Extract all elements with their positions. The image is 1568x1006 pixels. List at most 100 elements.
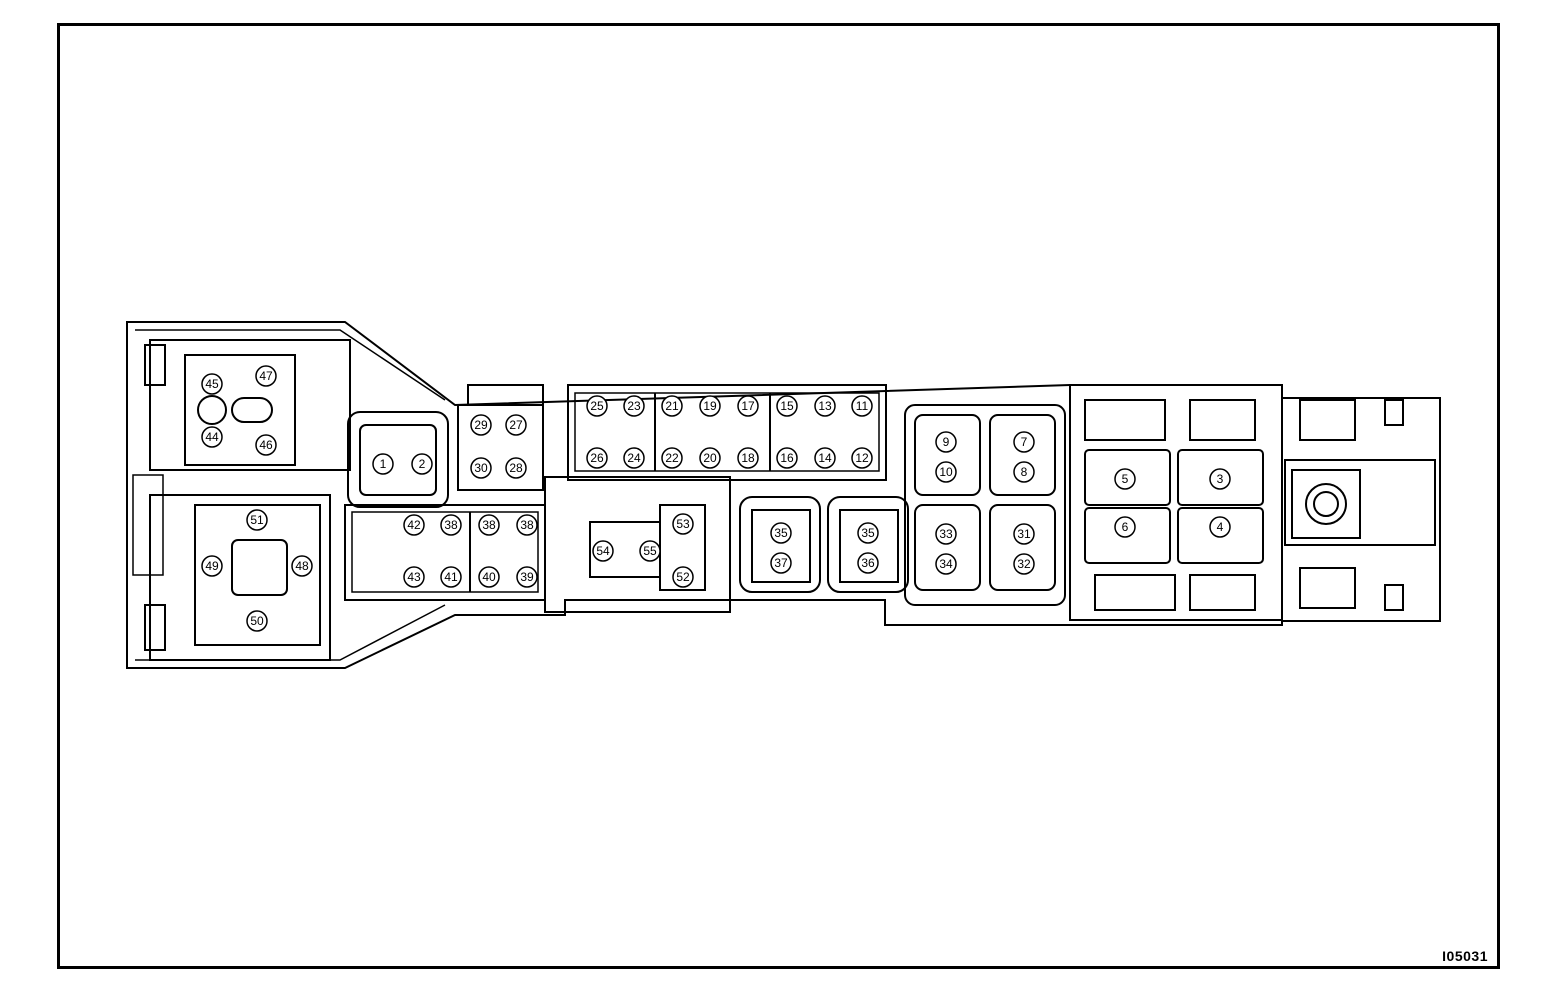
- terminal-30: 30: [470, 457, 492, 479]
- relay-socket-35-37: [739, 496, 821, 593]
- terminal-2: 2: [411, 453, 433, 475]
- terminal-circle: [661, 447, 683, 469]
- terminal-29: 29: [470, 414, 492, 436]
- terminal-circle: [699, 395, 721, 417]
- terminal-circle: [372, 453, 394, 475]
- terminal-35: 35: [857, 522, 879, 544]
- terminal-15: 15: [776, 395, 798, 417]
- terminal-number: 27: [509, 418, 523, 432]
- large-relay-block: [1069, 384, 1283, 621]
- terminal-50: 50: [246, 610, 268, 632]
- terminal-38: 38: [516, 514, 538, 536]
- relay-socket-52-55: [544, 476, 731, 613]
- terminal-11: 11: [851, 395, 873, 417]
- terminal-circle: [770, 522, 792, 544]
- terminal-20: 20: [699, 447, 721, 469]
- terminal-circle: [505, 414, 527, 436]
- terminal-41: 41: [440, 566, 462, 588]
- terminal-19: 19: [699, 395, 721, 417]
- terminal-6: 6: [1114, 516, 1136, 538]
- terminal-number: 34: [939, 557, 953, 571]
- terminal-circle: [1013, 553, 1035, 575]
- terminal-circle: [814, 395, 836, 417]
- terminal-number: 51: [250, 513, 264, 527]
- terminal-number: 52: [676, 570, 690, 584]
- terminal-circle: [586, 395, 608, 417]
- terminal-39: 39: [516, 566, 538, 588]
- terminal-4: 4: [1209, 516, 1231, 538]
- terminal-circle: [737, 395, 759, 417]
- terminal-circle: [586, 447, 608, 469]
- terminal-49: 49: [201, 555, 223, 577]
- terminal-number: 17: [741, 399, 755, 413]
- terminal-number: 7: [1021, 435, 1028, 449]
- left-lower-block: [149, 494, 331, 661]
- terminal-circle: [440, 514, 462, 536]
- terminal-circle: [201, 555, 223, 577]
- terminal-number: 38: [520, 518, 534, 532]
- terminal-circle: [246, 610, 268, 632]
- terminal-42: 42: [403, 514, 425, 536]
- relay-socket-9-10: [914, 414, 981, 496]
- terminal-54: 54: [592, 540, 614, 562]
- terminal-45: 45: [201, 373, 223, 395]
- terminal-circle: [592, 540, 614, 562]
- terminal-number: 6: [1122, 520, 1129, 534]
- terminal-number: 31: [1017, 527, 1031, 541]
- terminal-25: 25: [586, 395, 608, 417]
- terminal-32: 32: [1013, 553, 1035, 575]
- terminal-number: 16: [780, 451, 794, 465]
- battery-stud-area: [1284, 459, 1436, 546]
- terminal-14: 14: [814, 447, 836, 469]
- relay-socket-48-51: [194, 504, 321, 646]
- terminal-circle: [935, 553, 957, 575]
- terminal-number: 35: [861, 526, 875, 540]
- terminal-number: 21: [665, 399, 679, 413]
- terminal-number: 8: [1021, 465, 1028, 479]
- left-upper-block: [149, 339, 351, 471]
- terminal-34: 34: [935, 553, 957, 575]
- terminal-number: 15: [780, 399, 794, 413]
- terminal-22: 22: [661, 447, 683, 469]
- terminal-number: 2: [419, 457, 426, 471]
- terminal-number: 25: [590, 399, 604, 413]
- terminal-10: 10: [935, 461, 957, 483]
- terminal-circle: [255, 434, 277, 456]
- terminal-circle: [1209, 468, 1231, 490]
- terminal-circle: [478, 566, 500, 588]
- terminal-number: 44: [205, 430, 219, 444]
- terminal-number: 11: [856, 399, 869, 413]
- terminal-circle: [857, 552, 879, 574]
- relay-block-7-10-31-34: [904, 404, 1066, 606]
- terminal-3: 3: [1209, 468, 1231, 490]
- terminal-number: 22: [665, 451, 679, 465]
- relay-socket-33-34: [914, 504, 981, 591]
- terminal-number: 36: [861, 556, 875, 570]
- terminal-1: 1: [372, 453, 394, 475]
- terminal-number: 32: [1017, 557, 1031, 571]
- terminal-circle: [516, 514, 538, 536]
- terminal-21: 21: [661, 395, 683, 417]
- relay-socket-31-32: [989, 504, 1056, 591]
- terminal-47: 47: [255, 365, 277, 387]
- terminal-circle: [639, 540, 661, 562]
- battery-stud: [1305, 483, 1347, 525]
- terminal-circle: [776, 395, 798, 417]
- terminal-7: 7: [1013, 431, 1035, 453]
- terminal-number: 14: [818, 451, 832, 465]
- terminal-18: 18: [737, 447, 759, 469]
- terminal-number: 33: [939, 527, 953, 541]
- terminal-circle: [935, 461, 957, 483]
- terminal-36: 36: [857, 552, 879, 574]
- terminal-number: 20: [703, 451, 717, 465]
- terminal-number: 46: [259, 438, 273, 452]
- terminal-26: 26: [586, 447, 608, 469]
- terminal-44: 44: [201, 426, 223, 448]
- terminal-23: 23: [623, 395, 645, 417]
- terminal-circle: [661, 395, 683, 417]
- terminal-number: 55: [643, 544, 657, 558]
- terminal-circle: [1013, 523, 1035, 545]
- terminal-55: 55: [639, 540, 661, 562]
- terminal-number: 5: [1122, 472, 1129, 486]
- terminal-circle: [935, 431, 957, 453]
